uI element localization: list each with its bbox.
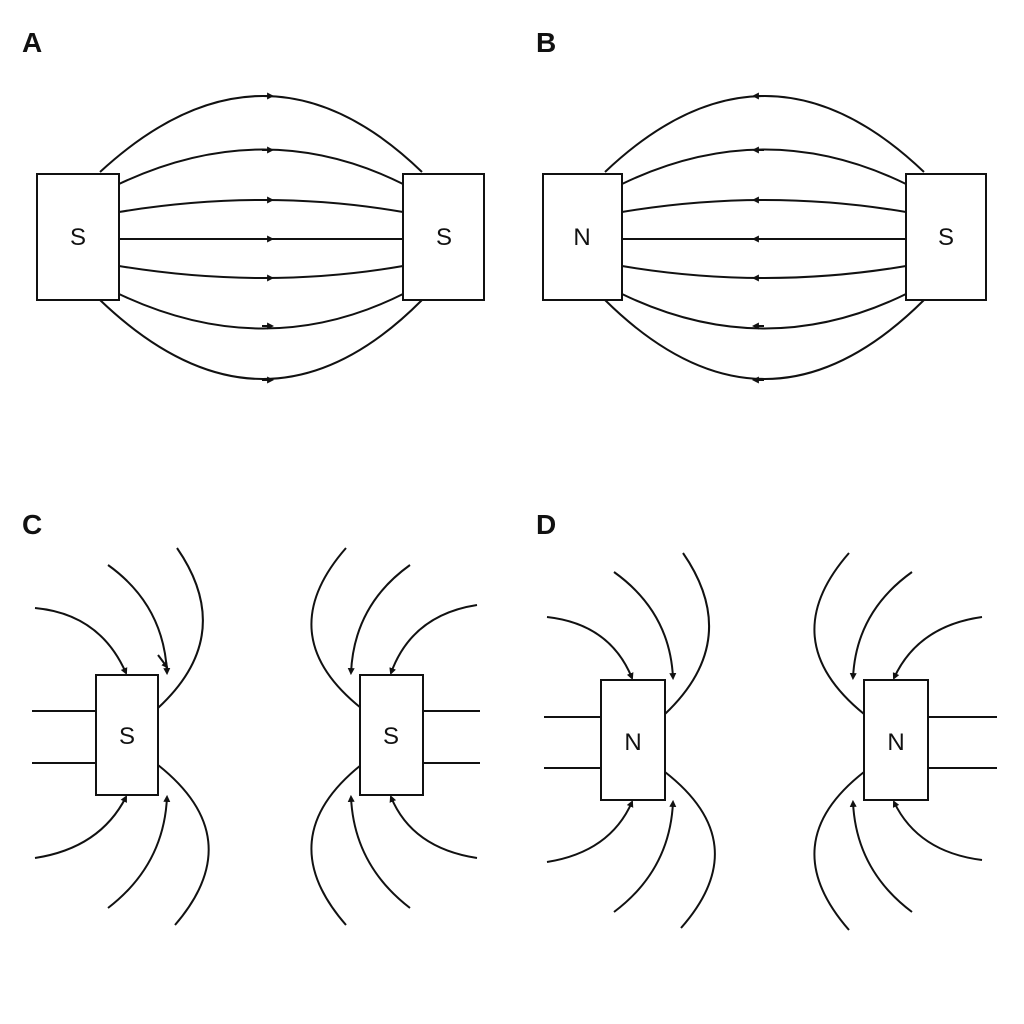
field-line <box>157 654 169 669</box>
field-line <box>310 764 362 926</box>
panel-label-d: D <box>536 509 556 540</box>
field-line <box>157 547 204 709</box>
magnet-left-b <box>542 173 623 301</box>
field-line <box>892 616 983 680</box>
field-line <box>813 771 865 931</box>
field-line <box>621 265 907 279</box>
field-line <box>310 547 362 709</box>
field-lines-d-right <box>813 552 997 931</box>
panel-label-c: C <box>22 509 42 540</box>
pole-label: N <box>573 224 590 251</box>
field-line <box>604 299 925 380</box>
panel-label-b: B <box>536 27 556 58</box>
magnet-right-d <box>863 679 929 801</box>
field-lines-c-left <box>32 547 210 926</box>
field-line <box>546 800 634 863</box>
field-lines-a <box>99 95 423 380</box>
field-line <box>613 799 677 913</box>
panel-a: A S S <box>22 27 485 384</box>
field-line <box>664 552 710 715</box>
field-line <box>613 571 677 681</box>
field-line <box>118 148 404 185</box>
pole-label: S <box>119 723 135 750</box>
field-line <box>604 95 925 173</box>
field-line <box>99 299 423 380</box>
pole-label: N <box>624 729 641 756</box>
field-line <box>347 564 411 676</box>
field-line <box>621 148 907 185</box>
magnet-left-c <box>95 674 159 796</box>
field-line <box>849 571 913 681</box>
field-line <box>34 607 128 675</box>
field-line <box>813 552 865 715</box>
field-line <box>118 265 404 279</box>
field-line <box>34 795 127 859</box>
magnet-right-b <box>905 173 987 301</box>
field-line <box>107 564 171 676</box>
field-line <box>892 800 983 861</box>
field-line <box>347 794 411 909</box>
field-line <box>157 764 210 926</box>
pole-label: N <box>887 729 904 756</box>
field-line <box>118 293 404 330</box>
magnet-right-a <box>402 173 485 301</box>
panel-b: B N S <box>536 27 987 384</box>
field-line <box>99 95 423 173</box>
magnet-right-c <box>359 674 424 796</box>
magnet-left-d <box>600 679 666 801</box>
magnet-left-a <box>36 173 120 301</box>
field-line <box>546 616 634 680</box>
field-line <box>389 795 478 859</box>
field-lines-d-left <box>544 552 716 929</box>
arrows-a <box>262 92 275 384</box>
pole-label: S <box>383 723 399 750</box>
field-lines-c-right <box>310 547 480 926</box>
arrows-b <box>751 92 764 384</box>
pole-label: S <box>938 224 954 251</box>
panel-d: D N N <box>536 509 997 931</box>
field-line <box>389 604 478 675</box>
field-line <box>849 799 913 913</box>
field-line <box>621 293 907 330</box>
field-line <box>621 199 907 213</box>
field-line <box>664 771 716 929</box>
field-line <box>107 794 171 909</box>
panel-c: C S S <box>22 509 480 926</box>
field-line <box>118 199 404 213</box>
pole-label: S <box>436 224 452 251</box>
field-lines-b <box>604 95 925 380</box>
panel-label-a: A <box>22 27 42 58</box>
pole-label: S <box>70 224 86 251</box>
